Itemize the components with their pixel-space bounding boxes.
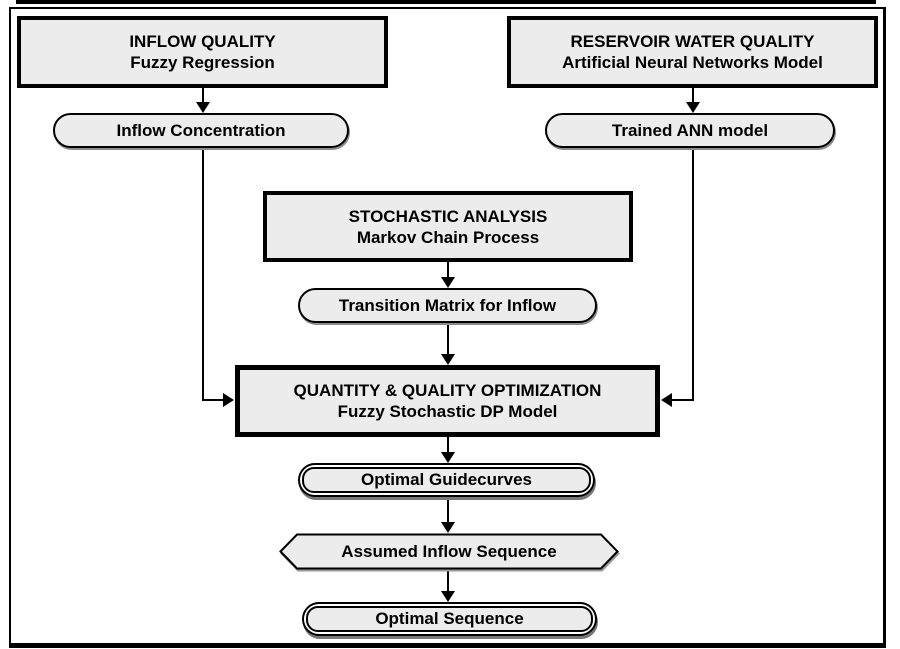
- node-label: Optimal Guidecurves: [361, 470, 532, 489]
- node-label: Inflow Concentration: [116, 120, 286, 140]
- node-label: Trained ANN model: [611, 120, 769, 140]
- node-label: Optimal Sequence: [375, 609, 524, 628]
- node-assumed-inflow-sequence: Assumed Inflow Sequence: [279, 533, 619, 570]
- node-title: STOCHASTIC ANALYSIS: [348, 206, 548, 226]
- node-inflow-quality: INFLOW QUALITY Fuzzy Regression: [17, 16, 388, 88]
- hexagon-shape: [279, 533, 619, 570]
- node-subtitle: Markov Chain Process: [356, 227, 540, 247]
- top-rule: [16, 0, 876, 4]
- node-label: Transition Matrix for Inflow: [338, 295, 557, 315]
- node-optimization: QUANTITY & QUALITY OPTIMIZATION Fuzzy St…: [235, 365, 660, 437]
- node-inflow-concentration: Inflow Concentration: [53, 113, 349, 148]
- node-optimal-guidecurves: Optimal Guidecurves: [298, 463, 595, 497]
- diagram-frame: [9, 7, 886, 648]
- node-transition-matrix: Transition Matrix for Inflow: [298, 288, 597, 323]
- node-stochastic-analysis: STOCHASTIC ANALYSIS Markov Chain Process: [263, 191, 633, 262]
- node-trained-ann-model: Trained ANN model: [545, 113, 835, 148]
- node-title: QUANTITY & QUALITY OPTIMIZATION: [293, 381, 602, 400]
- node-title: INFLOW QUALITY: [129, 32, 276, 51]
- node-subtitle: Fuzzy Regression: [130, 53, 275, 72]
- node-optimal-sequence: Optimal Sequence: [302, 602, 597, 636]
- node-label: Assumed Inflow Sequence: [341, 541, 557, 561]
- node-subtitle: Fuzzy Stochastic DP Model: [337, 402, 558, 421]
- node-reservoir-water-quality: RESERVOIR WATER QUALITY Artificial Neura…: [507, 16, 878, 88]
- node-title: RESERVOIR WATER QUALITY: [570, 32, 815, 51]
- node-subtitle: Artificial Neural Networks Model: [562, 53, 823, 72]
